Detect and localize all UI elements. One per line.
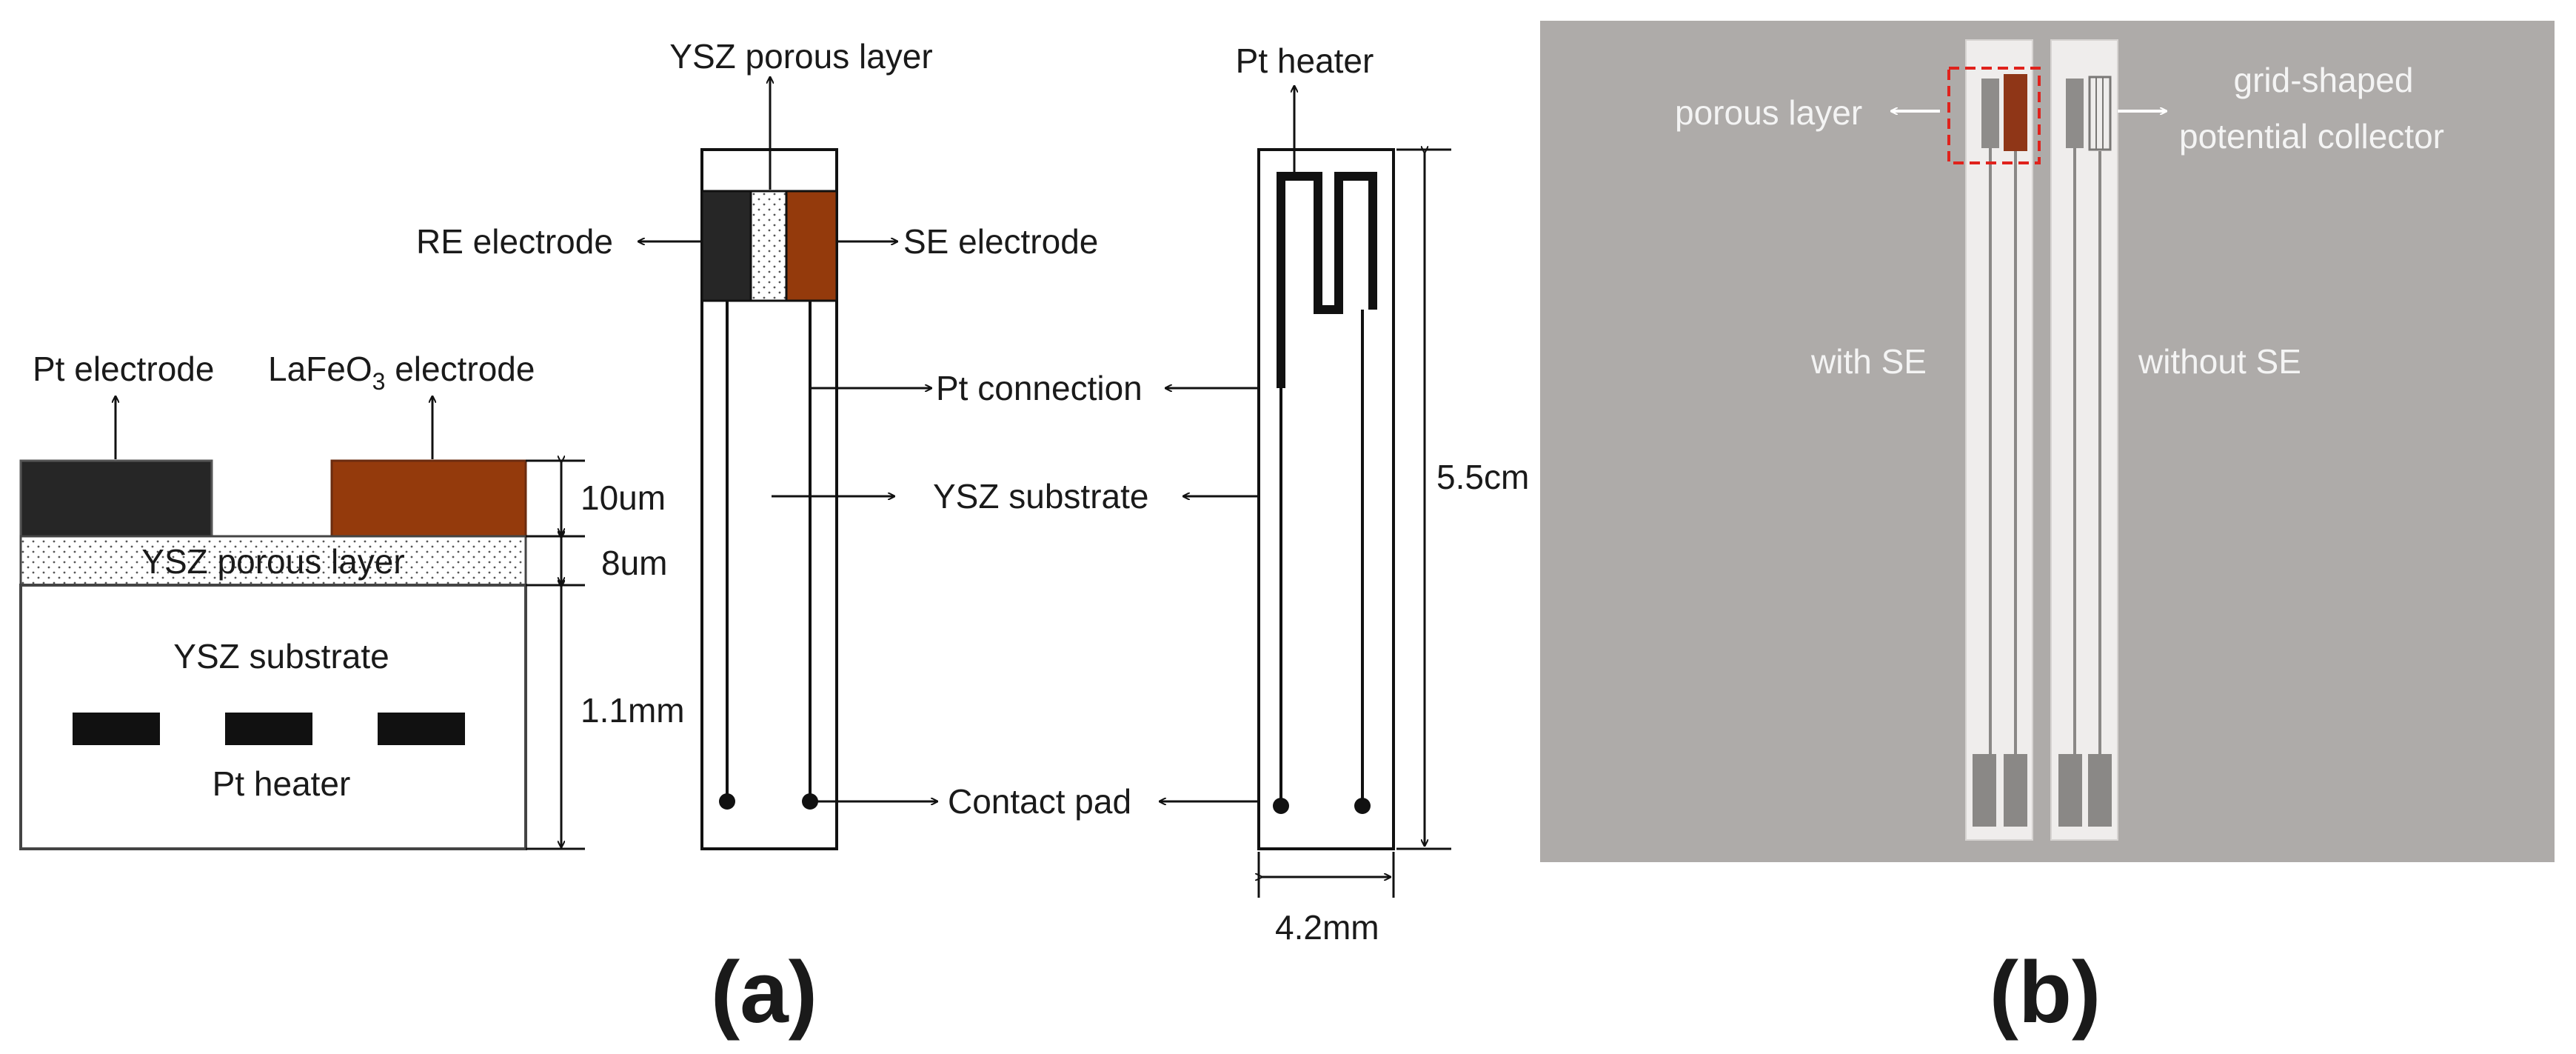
strip-without-se-re: [2066, 79, 2084, 148]
with-se-label: with SE: [1810, 342, 1927, 381]
shared-labels: Pt connection YSZ substrate Contact pad: [772, 369, 1303, 821]
front-contact-pad-left: [719, 793, 735, 810]
substrate-center-label: YSZ substrate: [933, 477, 1148, 516]
re-electrode-block: [700, 190, 752, 302]
contact-pad-label: Contact pad: [948, 782, 1131, 821]
lafeo3-electrode-label: LaFeO3 electrode: [268, 350, 535, 395]
substrate-label: YSZ substrate: [173, 637, 389, 676]
strip-without-se-pad-right: [2088, 754, 2112, 827]
porous-layer-block: [19, 535, 527, 587]
re-electrode-label: RE electrode: [416, 222, 613, 261]
strip-with-se-pad-left: [1973, 754, 1996, 827]
photo-background: [1540, 21, 2555, 862]
lafeo3-electrode-block: [330, 459, 527, 538]
strip-with-se: [1965, 39, 2033, 841]
se-electrode-block: [785, 190, 838, 302]
se-electrode-label: SE electrode: [903, 222, 1098, 261]
highlight-box: [1947, 67, 2041, 164]
dim-substrate-label: 1.1mm: [581, 691, 685, 730]
heater-segment-1: [73, 713, 160, 745]
back-view-diagram: Pt heater 5.5cm 4.2mm: [1236, 41, 1530, 947]
porous-layer-label: YSZ porous layer: [141, 542, 404, 581]
porous-layer-photo-label: porous layer: [1675, 93, 1862, 132]
heater-label: Pt heater: [213, 764, 351, 803]
heater-segment-2: [225, 713, 312, 745]
front-contact-pad-right: [802, 793, 818, 810]
collector-label-line2: potential collector: [2179, 117, 2444, 156]
strip-with-se-re: [1981, 79, 1999, 148]
heater-segment-3: [378, 713, 465, 745]
sensor-photo: porous layer grid-shaped potential colle…: [1540, 21, 2555, 862]
strip-without-se-pad-left: [2058, 754, 2082, 827]
front-view-diagram: YSZ porous layer RE electrode SE electro…: [416, 37, 1098, 850]
grid-collector: [2088, 76, 2112, 151]
width-label: 4.2mm: [1275, 908, 1379, 947]
strip-with-se-electrode: [2004, 74, 2027, 151]
without-se-label: without SE: [2138, 342, 2301, 381]
pt-electrode-block: [19, 459, 213, 538]
panel-b-label: (b): [1990, 944, 2101, 1041]
dim-porous-label: 8um: [601, 544, 667, 582]
back-heater-label: Pt heater: [1236, 41, 1374, 80]
front-porous-block: [749, 190, 788, 302]
strip-with-se-pad-right: [2004, 754, 2027, 827]
heater-meander: [1277, 172, 1377, 388]
dim-electrode-label: 10um: [581, 478, 666, 517]
back-contact-pad-left: [1273, 798, 1289, 814]
pt-electrode-label: Pt electrode: [33, 350, 214, 388]
pt-connection-label: Pt connection: [936, 369, 1143, 407]
front-porous-label: YSZ porous layer: [669, 37, 932, 76]
length-label: 5.5cm: [1436, 458, 1529, 496]
collector-label-line1: grid-shaped: [2234, 61, 2414, 99]
panel-a-label: (a): [711, 944, 817, 1041]
cross-section-diagram: Pt electrode LaFeO3 electrode YSZ porous…: [19, 350, 685, 850]
back-contact-pad-right: [1354, 798, 1371, 814]
strip-without-se: [2050, 39, 2118, 841]
